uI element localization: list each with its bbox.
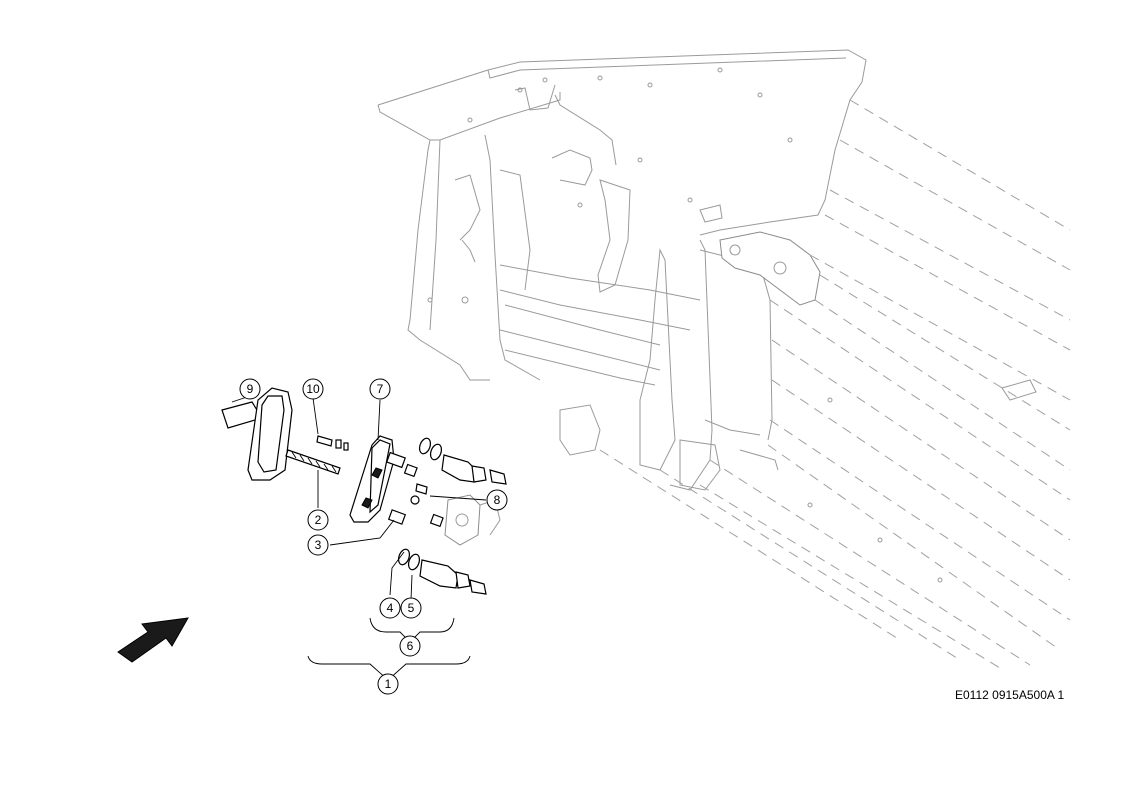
t-handle-knob <box>221 387 293 481</box>
small-bolt <box>316 435 349 451</box>
callout-6: 6 <box>399 635 421 657</box>
ghost-valve-block <box>444 494 501 546</box>
leader-lines <box>231 395 487 681</box>
callout-8: 8 <box>486 489 508 511</box>
svg-text:6: 6 <box>407 639 414 653</box>
svg-text:2: 2 <box>315 513 322 527</box>
ghost-holes <box>427 67 943 583</box>
upper-coupler-assembly <box>386 437 507 505</box>
mounting-plate <box>349 435 395 523</box>
svg-text:7: 7 <box>377 382 384 396</box>
svg-text:10: 10 <box>306 382 320 396</box>
arrow-right-up-icon <box>117 617 189 663</box>
svg-text:3: 3 <box>315 538 322 552</box>
callout-1: 1 <box>377 673 399 695</box>
exploded-parts <box>221 387 507 595</box>
callout-2: 2 <box>307 509 329 531</box>
callout-3: 3 <box>307 534 329 556</box>
svg-text:5: 5 <box>408 601 415 615</box>
threaded-rod <box>285 449 341 475</box>
svg-text:4: 4 <box>387 601 394 615</box>
drawing-reference-number: E0112 0915A500A 1 <box>955 688 1065 702</box>
ghost-machine-frame <box>377 49 1037 583</box>
phantom-extension-lines <box>599 99 1071 669</box>
svg-text:9: 9 <box>247 382 254 396</box>
callouts: 9 10 7 8 2 3 4 5 <box>239 378 508 695</box>
callout-7: 7 <box>369 378 391 400</box>
lower-coupler-assembly <box>387 509 487 595</box>
svg-text:8: 8 <box>494 493 501 507</box>
callout-10: 10 <box>302 378 324 400</box>
callout-4: 4 <box>379 597 401 619</box>
callout-9: 9 <box>239 378 261 400</box>
callout-5: 5 <box>400 597 422 619</box>
svg-text:1: 1 <box>385 677 392 691</box>
